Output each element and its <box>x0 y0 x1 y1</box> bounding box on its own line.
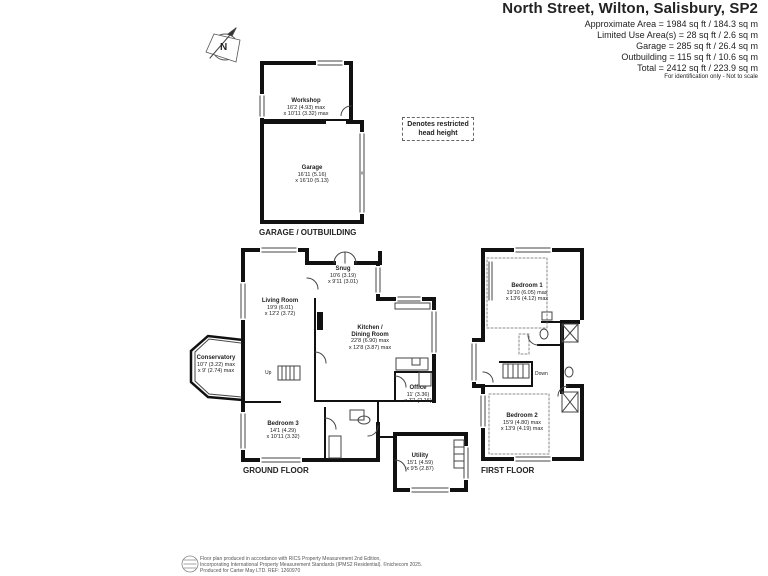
room-dim-1: 15'9 (4.80) max <box>502 419 542 426</box>
room-dim-2: x 7'1 (2.16) <box>404 398 432 404</box>
room-dim-1: 10'6 (3.19) <box>329 272 357 279</box>
room-bedroom-1: Bedroom 1 19'10 (6.05) max x 13'6 (4.12)… <box>506 283 548 303</box>
page-title: North Street, Wilton, Salisbury, SP2 <box>502 0 758 17</box>
room-dim-2: x 13'9 (4.19) max <box>500 426 544 432</box>
room-dim-2: x 9'11 (3.01) <box>328 279 358 285</box>
area-outbuilding: Outbuilding = 115 sq ft / 10.6 sq m <box>621 52 758 62</box>
floorplan-logo-icon <box>181 555 199 573</box>
room-name: Workshop <box>291 98 321 104</box>
room-name: Office <box>409 385 427 391</box>
room-name: Snug <box>335 266 351 272</box>
compass-north-letter: N <box>220 42 228 53</box>
area-approximate: Approximate Area = 1984 sq ft / 184.3 sq… <box>584 19 758 29</box>
room-dim-1: 16'11 (5.16) <box>297 171 327 178</box>
north-compass-icon <box>205 27 241 63</box>
room-dim-2: x 12'8 (3.87) max <box>348 344 392 351</box>
footer-line-1: Floor plan produced in accordance with R… <box>200 556 381 562</box>
room-conservatory: Conservatory 10'7 (3.22) max x 9' (2.74)… <box>197 355 236 375</box>
room-dim-2: x 16'10 (5.13) <box>295 178 329 184</box>
footer-credits: Floor plan produced in accordance with R… <box>200 556 500 574</box>
stairs-down-label: Down <box>535 371 548 377</box>
footer-line-2: Incorporating International Property Mea… <box>200 562 423 568</box>
room-name-2: Dining Room <box>351 331 389 338</box>
room-name: Kitchen / <box>357 325 383 331</box>
room-dim-1: 19'10 (6.05) max <box>506 289 548 296</box>
room-dim-1: 22'8 (6.90) max <box>350 338 390 344</box>
area-total: Total = 2412 sq ft / 223.9 sq m <box>637 63 758 73</box>
room-dim-2: x 10'11 (3.32) <box>266 434 300 440</box>
area-limited-use: Limited Use Area(s) = 28 sq ft / 2.6 sq … <box>597 30 758 40</box>
room-dim-1: 14'1 (4.29) <box>269 427 297 434</box>
room-utility: Utility 15'1 (4.59) x 9'5 (2.87) <box>406 453 433 473</box>
room-dim-2: x 13'6 (4.12) max <box>505 296 549 302</box>
room-name: Living Room <box>261 298 299 304</box>
room-garage: Garage 16'11 (5.16) x 16'10 (5.13) <box>295 165 328 185</box>
room-kitchen-dining: Kitchen / Dining Room 22'8 (6.90) max x … <box>349 325 391 351</box>
section-label-garage: GARAGE / OUTBUILDING <box>259 228 357 237</box>
outbuilding-plan <box>260 61 364 224</box>
room-bedroom-2: Bedroom 2 15'9 (4.80) max x 13'9 (4.19) … <box>501 413 543 433</box>
room-name: Utility <box>411 453 429 459</box>
room-dim-1: 10'7 (3.22) max <box>196 361 236 368</box>
room-name: Bedroom 2 <box>506 413 538 419</box>
section-label-first-floor: FIRST FLOOR <box>481 466 535 475</box>
room-dim-2: x 12'2 (3.72) <box>264 311 296 317</box>
room-snug: Snug 10'6 (3.19) x 9'11 (3.01) <box>328 266 358 286</box>
room-bedroom-3: Bedroom 3 14'1 (4.29) x 10'11 (3.32) <box>266 421 299 441</box>
room-name: Conservatory <box>196 355 236 361</box>
room-name: Bedroom 3 <box>267 421 299 427</box>
section-label-ground-floor: GROUND FLOOR <box>243 466 309 475</box>
room-name: Bedroom 1 <box>511 283 543 289</box>
room-dim-2: x 9' (2.74) max <box>197 368 235 374</box>
stairs-up-label: Up <box>265 370 272 376</box>
room-dim-1: 15'1 (4.59) <box>406 459 434 466</box>
room-dim-1: 11' (3.36) <box>406 391 430 398</box>
room-dim-2: x 10'11 (3.32) max <box>283 111 329 117</box>
room-living-room: Living Room 19'9 (6.01) x 12'2 (3.72) <box>262 298 298 318</box>
identification-note: For identification only - Not to scale <box>664 74 758 80</box>
room-workshop: Workshop 16'2 (4.93) max x 10'11 (3.32) … <box>284 98 329 118</box>
footer-line-3: Produced for Carter May LTD. REF: 126097… <box>200 568 301 574</box>
room-office: Office 11' (3.36) x 7'1 (2.16) <box>404 385 431 405</box>
room-dim-2: x 9'5 (2.87) <box>406 466 434 472</box>
restricted-head-height-legend: Denotes restricted head height <box>402 117 474 141</box>
room-name: Garage <box>301 165 323 171</box>
area-garage: Garage = 285 sq ft / 26.4 sq m <box>636 41 758 51</box>
room-dim-1: 16'2 (4.93) max <box>286 104 326 111</box>
room-dim-1: 19'9 (6.01) <box>266 304 294 311</box>
